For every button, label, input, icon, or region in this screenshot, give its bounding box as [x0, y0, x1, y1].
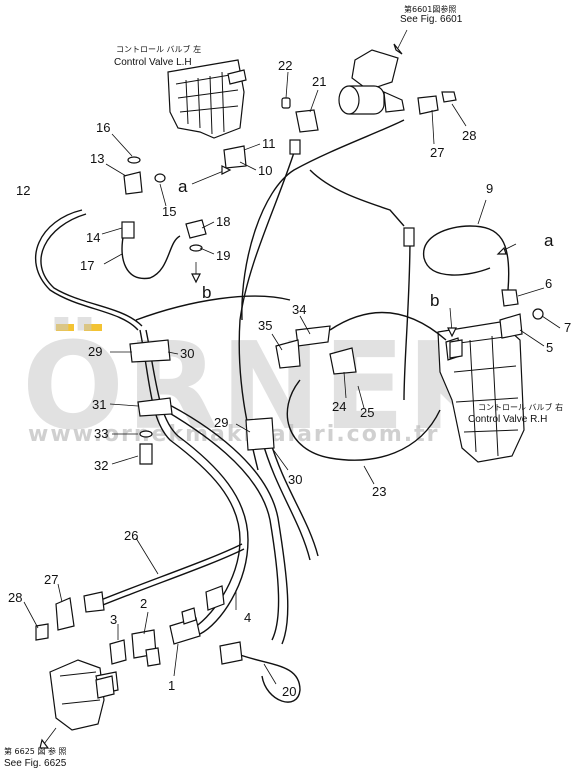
fittings — [35, 91, 544, 699]
leader-lines — [23, 71, 561, 685]
callout: 28 — [462, 128, 476, 143]
callout: 34 — [292, 302, 306, 317]
callout: 20 — [282, 684, 296, 699]
callout: 35 — [258, 318, 272, 333]
callout: 30 — [180, 346, 194, 361]
callout: 18 — [216, 214, 230, 229]
right-valve-label-jp: コントロール バルブ 右 — [478, 402, 563, 412]
callout: 12 — [16, 183, 30, 198]
bottom-reference-jp: 第 6625 図 参 照 — [4, 746, 67, 756]
bottom-reference-en: See Fig. 6625 — [4, 758, 67, 769]
callout: 16 — [96, 120, 110, 135]
callout: 17 — [80, 258, 94, 273]
callout: 10 — [258, 163, 272, 178]
callout: 19 — [216, 248, 230, 263]
callout: 27 — [430, 145, 444, 160]
watermark-accent — [84, 324, 102, 331]
connection-label-b-right: b — [430, 291, 439, 310]
callout: 11 — [262, 136, 276, 151]
watermark-url: www.ornekmakinalari.com.tr — [28, 422, 440, 447]
callout: 22 — [278, 58, 292, 73]
callout: 25 — [360, 405, 374, 420]
callout: 15 — [162, 204, 176, 219]
callout: 32 — [94, 458, 108, 473]
watermark-accent — [56, 324, 74, 331]
callout: 1 — [168, 678, 175, 693]
connection-label-a-right: a — [544, 231, 554, 250]
callouts: 22 21 16 11 13 10 12 15 18 14 19 17 28 2… — [8, 58, 571, 699]
right-valve-label-en: Control Valve R.H — [468, 414, 547, 425]
left-valve-label-jp: コントロール バルブ 左 — [116, 44, 201, 54]
callout: 6 — [545, 276, 552, 291]
callout: 27 — [44, 572, 58, 587]
swivel-joint-assembly — [338, 29, 408, 115]
connection-label-a-left: a — [178, 177, 188, 196]
callout: 5 — [546, 340, 553, 355]
callout: 2 — [140, 596, 147, 611]
callout: 29 — [214, 415, 228, 430]
top-reference-en: See Fig. 6601 — [400, 14, 463, 25]
callout: 30 — [288, 472, 302, 487]
callout: 23 — [372, 484, 386, 499]
left-control-valve — [167, 59, 247, 139]
callout: 4 — [244, 610, 251, 625]
top-reference-jp: 第6601図参照 — [404, 4, 456, 14]
connection-label-b-left: b — [202, 283, 211, 302]
callout: 28 — [8, 590, 22, 605]
left-valve-label-en: Control Valve L.H — [114, 57, 192, 68]
callout: 33 — [94, 426, 108, 441]
callout: 14 — [86, 230, 100, 245]
callout: 3 — [110, 612, 117, 627]
bottom-valve-block — [39, 659, 119, 749]
callout: 7 — [564, 320, 571, 335]
callout: 24 — [332, 399, 346, 414]
callout: 13 — [90, 151, 104, 166]
callout: 31 — [92, 397, 106, 412]
callout: 9 — [486, 181, 493, 196]
callout: 26 — [124, 528, 138, 543]
callout: 21 — [312, 74, 326, 89]
callout: 29 — [88, 344, 102, 359]
